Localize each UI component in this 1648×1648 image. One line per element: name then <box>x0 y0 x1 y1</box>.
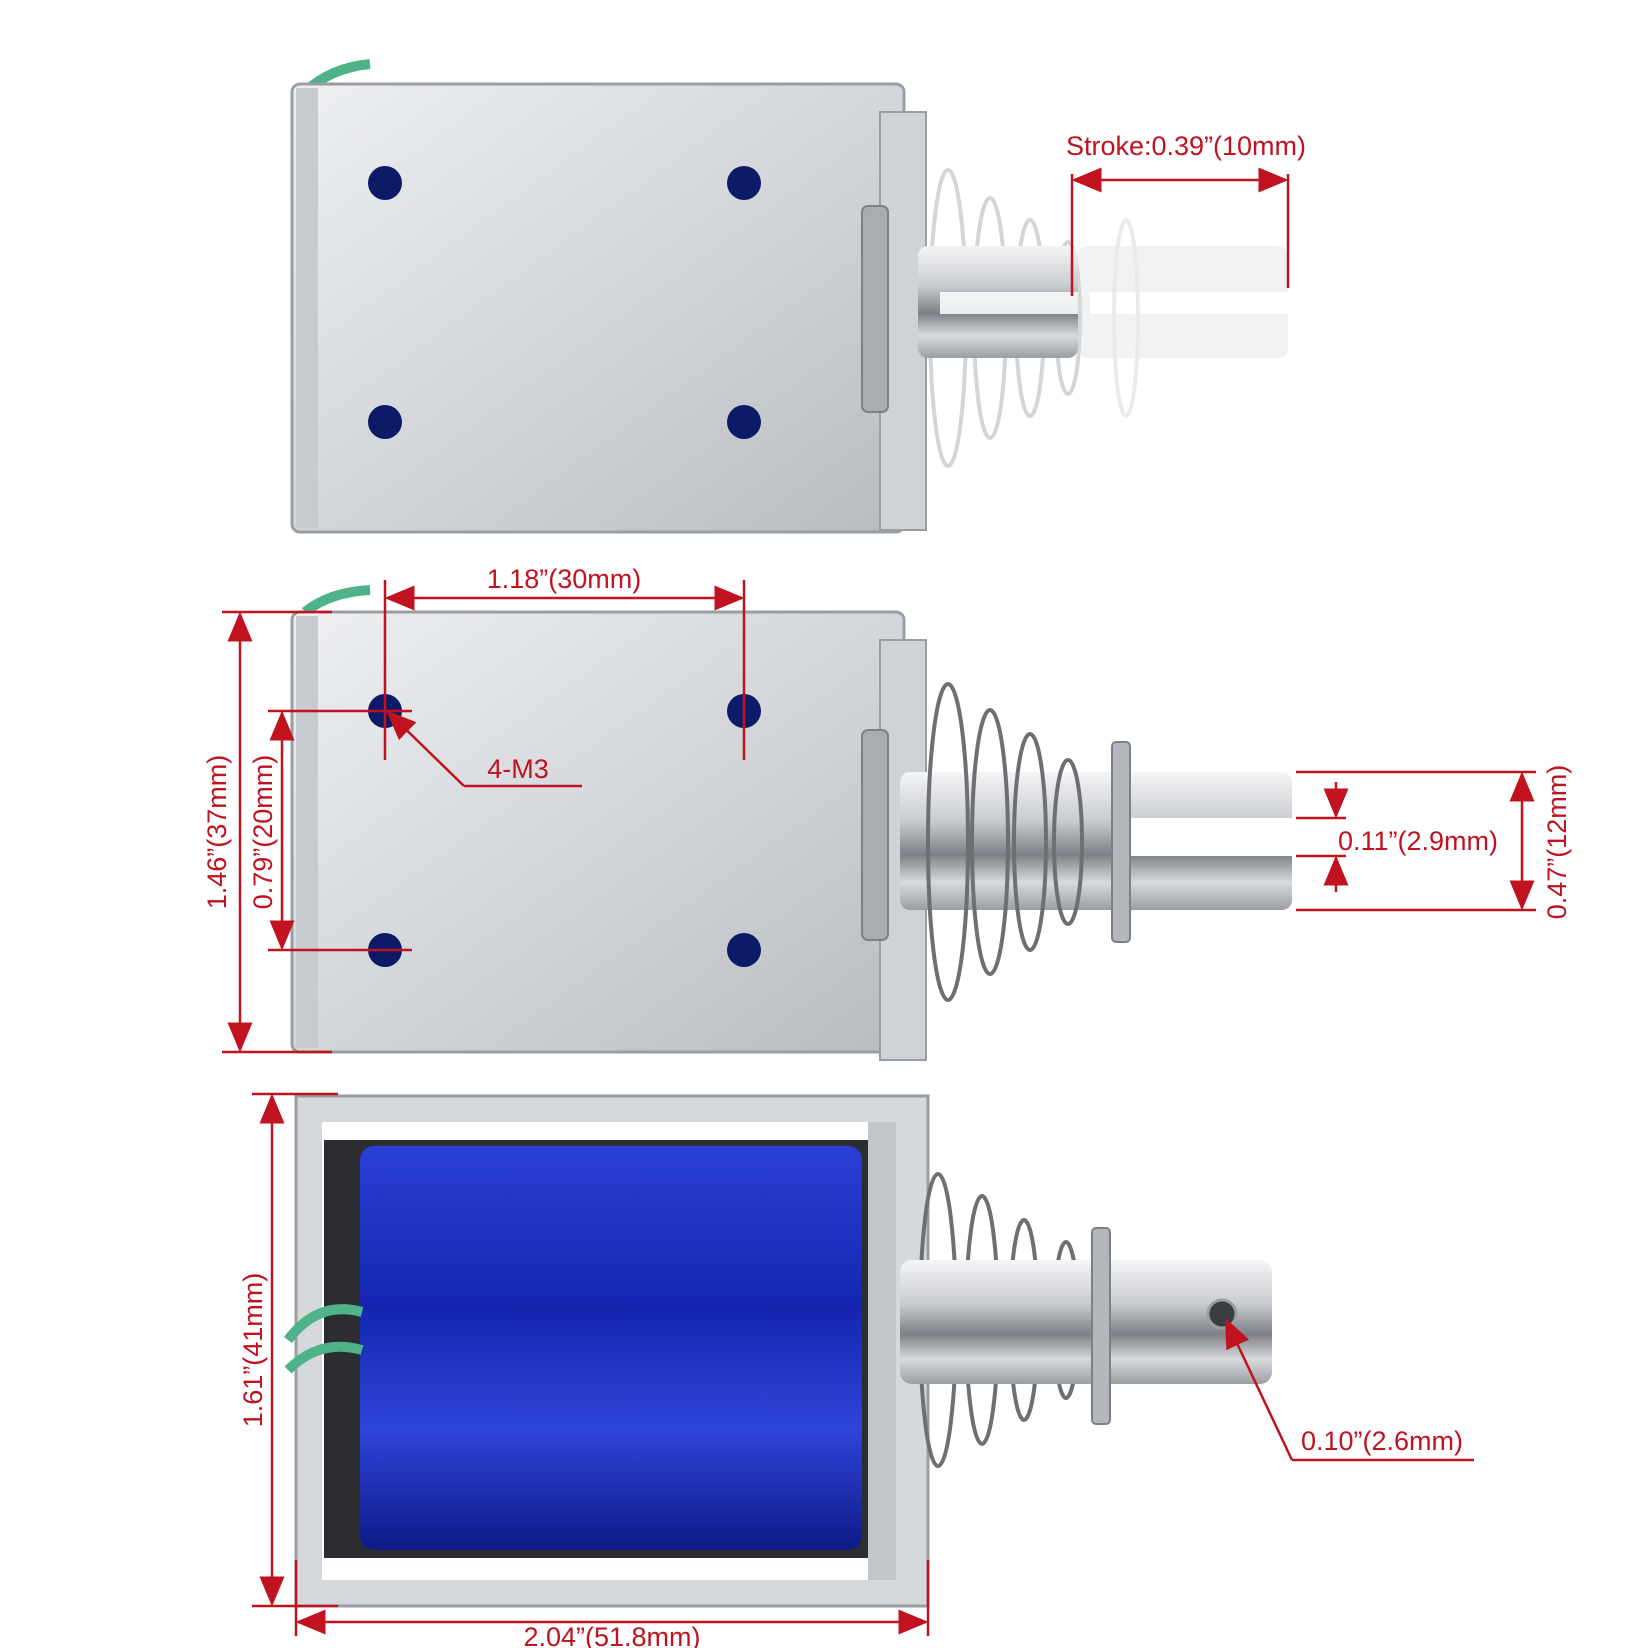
plunger-slot-top <box>940 292 1078 314</box>
plunger-slot-middle <box>1130 818 1292 856</box>
label-hole-spacing-vertical: 0.79”(20mm) <box>248 755 278 910</box>
pin-hole <box>1206 1298 1238 1330</box>
label-plunger-diameter: 0.47”(12mm) <box>1542 765 1572 920</box>
mounting-hole <box>368 405 402 439</box>
plunger-collar-middle <box>1111 741 1131 943</box>
frame-slot-top <box>861 205 889 413</box>
mounting-hole <box>368 166 402 200</box>
middle-solenoid-view <box>290 585 1292 1061</box>
plunger-bottom <box>900 1260 1272 1384</box>
side-plate-top <box>290 82 906 534</box>
pin-hole-leader <box>1224 1317 1294 1461</box>
lead-wires <box>301 585 371 616</box>
top-solenoid-view <box>290 59 1288 534</box>
lead-wires <box>284 1304 364 1374</box>
label-height-body: 1.46”(37mm) <box>202 755 232 910</box>
plunger-middle <box>900 772 1292 910</box>
bottom-solenoid-view <box>284 1094 1272 1608</box>
plunger-ghost-extended <box>1078 218 1288 418</box>
frame-slot-middle <box>861 729 889 941</box>
plate-edge-top <box>296 88 318 528</box>
plate-edge-middle <box>296 616 318 1048</box>
label-slot-width: 0.11”(2.9mm) <box>1338 826 1498 856</box>
frame-right-wall <box>868 1122 896 1580</box>
m3-leader <box>386 710 465 787</box>
mounting-hole <box>727 933 761 967</box>
plunger-collar-bottom <box>1091 1227 1111 1425</box>
label-frame-height: 1.61”(41mm) <box>238 1273 268 1428</box>
label-hole-spacing-horizontal: 1.18”(30mm) <box>487 564 642 594</box>
label-pin-hole: 0.10”(2.6mm) <box>1301 1426 1463 1456</box>
dimension-annotations <box>222 167 1536 1636</box>
label-total-length: 2.04”(51.8mm) <box>523 1622 700 1648</box>
mounting-hole <box>727 166 761 200</box>
coil-winding <box>360 1146 862 1550</box>
label-mounting-holes: 4-M3 <box>487 754 549 784</box>
mounting-hole <box>727 405 761 439</box>
spring-middle <box>926 682 1084 1002</box>
label-stroke: Stroke:0.39”(10mm) <box>1066 131 1306 161</box>
dimension-labels: Stroke:0.39”(10mm) 1.18”(30mm) 4-M3 1.46… <box>202 131 1572 1648</box>
